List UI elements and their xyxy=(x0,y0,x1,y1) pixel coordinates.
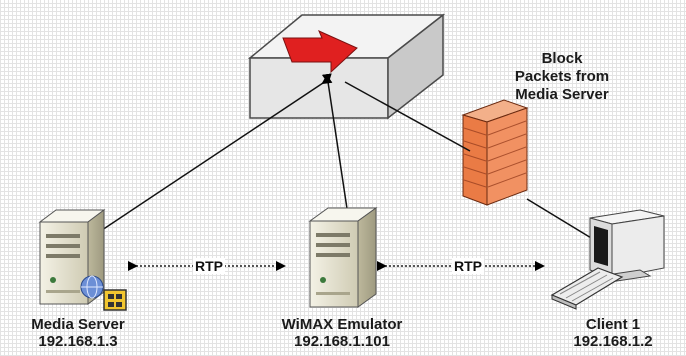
rtp-label-left: RTP xyxy=(193,258,225,274)
wimax-emulator-ip: 192.168.1.101 xyxy=(294,333,390,350)
rtp-label-right: RTP xyxy=(452,258,484,274)
block-label-line-2: Packets from xyxy=(514,68,610,85)
client-name: Client 1 xyxy=(585,316,641,333)
firewall-icon xyxy=(461,99,529,206)
block-label: Block Packets from Media Server xyxy=(492,50,632,104)
wimax-emulator-name: WiMAX Emulator xyxy=(281,316,403,333)
client-label: Client 1 192.168.1.2 xyxy=(548,316,678,350)
media-server-icon xyxy=(38,209,127,311)
router-icon xyxy=(247,13,446,120)
wimax-emulator-label: WiMAX Emulator 192.168.1.101 xyxy=(262,316,422,350)
media-server-ip: 192.168.1.3 xyxy=(38,333,118,350)
keyboard-icon xyxy=(550,267,624,310)
wimax-emulator-icon xyxy=(308,207,378,308)
media-server-label: Media Server 192.168.1.3 xyxy=(8,316,148,350)
client-ip: 192.168.1.2 xyxy=(573,333,653,350)
block-label-line-1: Block xyxy=(541,50,583,67)
block-label-line-3: Media Server xyxy=(515,86,609,103)
media-server-name: Media Server xyxy=(31,316,125,333)
